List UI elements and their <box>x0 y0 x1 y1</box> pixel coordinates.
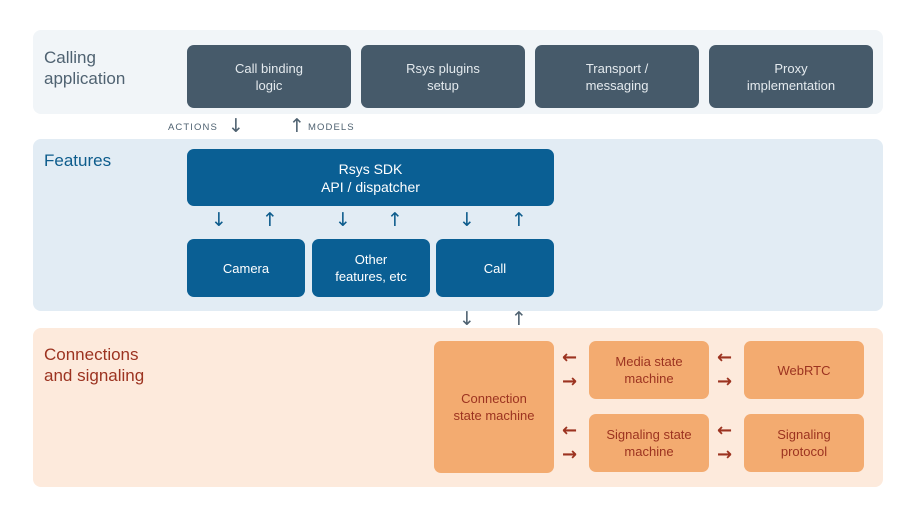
node-connection-state-machine[interactable]: Connection state machine <box>434 341 554 473</box>
node-signaling-protocol[interactable]: Signaling protocol <box>744 414 864 472</box>
arrow-down-icon-call-connection: ↓ <box>459 308 475 330</box>
node-transport-messaging[interactable]: Transport / messaging <box>535 45 699 108</box>
arrow-right-icon-connection-to-media: → <box>562 371 578 392</box>
arrow-right-icon-connection-to-signaling: → <box>562 444 578 465</box>
arrow-left-icon-protocol-to-signaling: ← <box>717 420 733 441</box>
arrow-down-icon-sdk-call: ↓ <box>459 209 475 231</box>
band-title-features: Features <box>44 151 112 170</box>
node-rsys-sdk-api-dispatcher[interactable]: Rsys SDK API / dispatcher <box>187 149 554 206</box>
node-call[interactable]: Call <box>436 239 554 297</box>
label-models: MODELS <box>308 122 355 133</box>
arrow-down-icon-sdk-other-features: ↓ <box>335 209 351 231</box>
node-media-state-machine[interactable]: Media state machine <box>589 341 709 399</box>
node-signaling-state-machine[interactable]: Signaling state machine <box>589 414 709 472</box>
arrow-right-icon-signaling-to-protocol: → <box>717 444 733 465</box>
arrow-left-icon-webrtc-to-media: ← <box>717 347 733 368</box>
arrow-up-icon-connection-call: ↑ <box>511 308 527 330</box>
arrow-left-icon-media-to-connection: ← <box>562 347 578 368</box>
arrow-left-icon-signaling-to-connection: ← <box>562 420 578 441</box>
node-camera[interactable]: Camera <box>187 239 305 297</box>
arrow-down-icon-actions: ↓ <box>228 115 244 137</box>
node-proxy-implementation[interactable]: Proxy implementation <box>709 45 873 108</box>
arrow-up-icon-models: ↑ <box>289 115 305 137</box>
node-rsys-plugins-setup[interactable]: Rsys plugins setup <box>361 45 525 108</box>
node-call-binding-logic[interactable]: Call binding logic <box>187 45 351 108</box>
node-other-features[interactable]: Other features, etc <box>312 239 430 297</box>
arrow-right-icon-media-to-webrtc: → <box>717 371 733 392</box>
band-title-calling-application: Calling application <box>44 48 126 88</box>
node-webrtc[interactable]: WebRTC <box>744 341 864 399</box>
arrow-up-icon-other-features-sdk: ↑ <box>387 209 403 231</box>
label-actions: ACTIONS <box>168 122 218 133</box>
arrow-up-icon-call-sdk: ↑ <box>511 209 527 231</box>
band-title-connections-and-signaling: Connections and signaling <box>44 345 145 385</box>
arrow-down-icon-sdk-camera: ↓ <box>211 209 227 231</box>
arrow-up-icon-camera-sdk: ↑ <box>262 209 278 231</box>
